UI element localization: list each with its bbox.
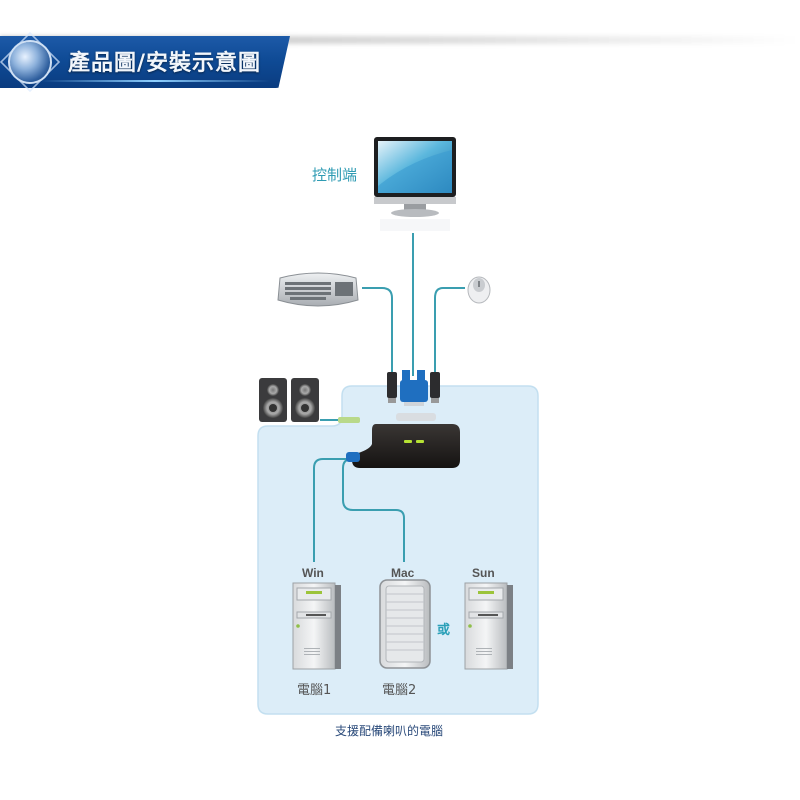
tower-pc-icon-win: [292, 582, 341, 670]
page-title: 產品圖/安裝示意圖: [68, 51, 262, 76]
keyboard-icon: [277, 272, 359, 307]
monitor-icon: [374, 137, 456, 231]
speakers-icon: [259, 378, 319, 422]
cables: [313, 233, 465, 562]
vga-connector: [400, 370, 428, 406]
console-label: 控制端: [312, 166, 358, 184]
os-label-sun: Sun: [472, 566, 495, 580]
computer-2-label: 電腦2: [382, 683, 417, 698]
kvm-switch-icon: [346, 413, 460, 468]
computer-1-label: 電腦1: [297, 683, 332, 698]
ps2-mouse-connector: [430, 372, 440, 403]
mac-pro-icon: [379, 579, 431, 669]
os-label-mac: Mac: [391, 566, 415, 580]
diagram-caption: 支援配備喇叭的電腦: [335, 724, 444, 738]
tower-pc-icon-sun: [464, 582, 513, 670]
mouse-icon: [467, 276, 491, 304]
audio-plug: [338, 417, 360, 423]
os-label-win: Win: [302, 566, 324, 580]
or-label: 或: [437, 623, 451, 638]
ps2-keyboard-connector: [387, 372, 397, 403]
header-shadow: [0, 36, 800, 44]
